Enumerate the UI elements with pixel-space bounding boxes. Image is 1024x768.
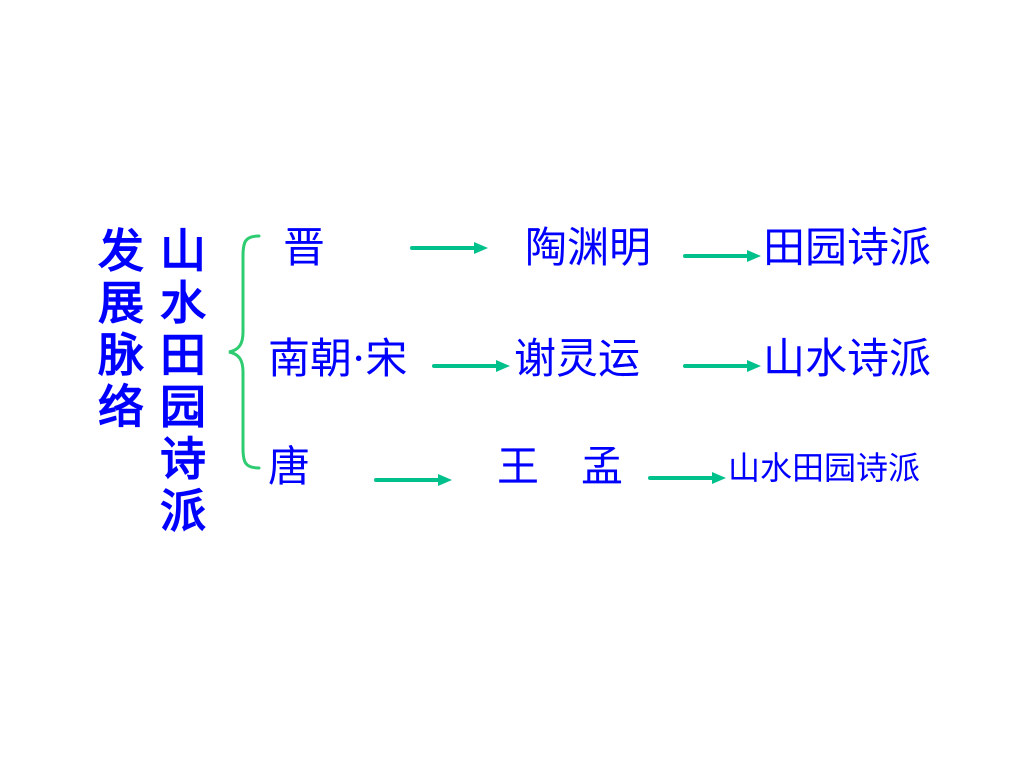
era-label: 南朝·宋 <box>268 334 408 383</box>
arrow-icon <box>374 474 452 486</box>
arrow-icon <box>683 250 761 262</box>
school-label: 山水田园诗派 <box>728 449 921 487</box>
era-label: 唐 <box>268 442 311 491</box>
school-label: 山水诗派 <box>763 334 932 383</box>
poet-label: 陶渊明 <box>525 223 652 272</box>
title-char: 展 <box>98 276 144 330</box>
poet-label: 王 孟 <box>497 442 624 491</box>
poet-label: 谢灵运 <box>514 334 641 383</box>
title-char: 山 <box>160 224 206 278</box>
arrow-icon <box>410 242 488 254</box>
arrow-icon <box>683 360 761 372</box>
title-char: 发 <box>98 224 144 278</box>
arrow-icon <box>648 472 726 484</box>
title-char: 脉 <box>98 328 144 382</box>
arrow-icon <box>432 360 510 372</box>
title-char: 田 <box>160 328 206 382</box>
title-char: 水 <box>160 276 206 330</box>
era-label: 晋 <box>283 223 326 272</box>
title-char: 络 <box>98 380 144 434</box>
vertical-title-development: 发 展 脉 络 <box>98 225 144 433</box>
title-char: 诗 <box>160 432 206 486</box>
title-char: 园 <box>160 380 206 434</box>
school-label: 田园诗派 <box>763 223 932 272</box>
curly-brace <box>228 234 261 470</box>
vertical-title-school: 山 水 田 园 诗 派 <box>160 225 206 537</box>
title-char: 派 <box>160 484 206 538</box>
